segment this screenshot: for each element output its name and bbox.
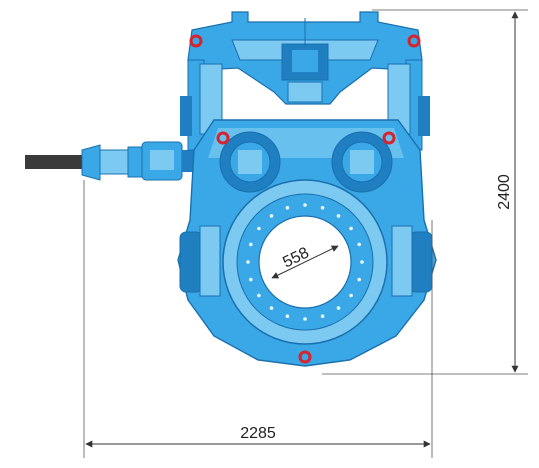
ring-bolt bbox=[249, 277, 253, 282]
ring-bolt bbox=[320, 314, 325, 319]
ring-bolt bbox=[349, 293, 353, 298]
width-dimension: 2285 bbox=[85, 425, 431, 448]
lifting-eye-bottom bbox=[298, 350, 312, 364]
ring-bolt bbox=[269, 214, 274, 218]
lifting-eyes bbox=[189, 34, 421, 364]
ring-bolt bbox=[336, 214, 341, 218]
top-frame bbox=[187, 11, 423, 105]
ring-bolt bbox=[249, 242, 253, 247]
ring-bolt bbox=[320, 206, 325, 210]
hose-connector bbox=[25, 141, 194, 181]
ring-bolt bbox=[303, 317, 307, 321]
height-dimension: 2400 bbox=[496, 11, 519, 373]
ring-bolt bbox=[257, 226, 261, 231]
ring-bolt bbox=[357, 277, 362, 282]
extension-lines bbox=[83, 9, 528, 458]
ring-bolt bbox=[246, 260, 250, 264]
right-cylinder bbox=[331, 131, 393, 193]
lifting-eye-top-left bbox=[189, 34, 203, 48]
ring-bolt bbox=[269, 306, 274, 310]
lifting-eye-mid-left bbox=[216, 131, 230, 145]
ring-bolt bbox=[349, 226, 353, 231]
hose bbox=[25, 155, 85, 169]
ring-bolt bbox=[257, 293, 261, 298]
ring-bolt bbox=[357, 242, 362, 247]
height-label: 2400 bbox=[496, 174, 513, 210]
lifting-eye-top-right bbox=[407, 34, 421, 48]
left-jaw bbox=[179, 225, 221, 297]
ring-bolt bbox=[360, 260, 364, 264]
ring-bolt bbox=[285, 206, 290, 210]
width-label: 2285 bbox=[240, 425, 276, 442]
ring-bolt bbox=[336, 306, 341, 310]
lifting-eye-mid-right bbox=[382, 131, 396, 145]
right-jaw bbox=[391, 225, 433, 297]
ring-bolt bbox=[285, 314, 290, 319]
ring-bolt bbox=[303, 203, 307, 207]
left-cylinder bbox=[219, 131, 281, 193]
